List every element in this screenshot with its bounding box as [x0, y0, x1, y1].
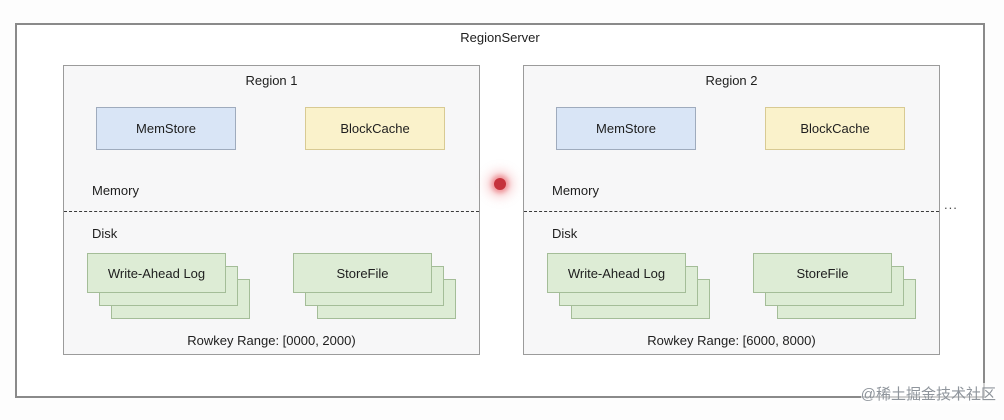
storefile-stack: StoreFile	[293, 253, 458, 321]
blockcache-box: BlockCache	[765, 107, 905, 150]
rowkey-range-label: Rowkey Range: [6000, 8000)	[647, 333, 816, 348]
more-regions-ellipsis: ...	[944, 197, 958, 212]
region-2-title: Region 2	[705, 73, 758, 88]
memory-label: Memory	[552, 183, 599, 198]
storefile-stack: StoreFile	[753, 253, 918, 321]
watermark-label: @稀土掘金技术社区	[860, 383, 996, 404]
storefile-box: StoreFile	[293, 253, 432, 293]
write-ahead-log-box: Write-Ahead Log	[87, 253, 226, 293]
write-ahead-log-stack: Write-Ahead Log	[87, 253, 252, 321]
disk-label: Disk	[552, 226, 578, 241]
memstore-box: MemStore	[556, 107, 696, 150]
region-1-title: Region 1	[245, 73, 298, 88]
memory-label: Memory	[92, 183, 139, 198]
write-ahead-log-box: Write-Ahead Log	[547, 253, 686, 293]
disk-label: Disk	[92, 226, 118, 241]
blockcache-box: BlockCache	[305, 107, 445, 150]
memory-disk-divider	[64, 211, 479, 212]
region-2-panel: Region 2 MemStore BlockCache Memory Disk…	[523, 65, 940, 355]
rowkey-range-label: Rowkey Range: [0000, 2000)	[187, 333, 356, 348]
regionserver-box: RegionServer Region 1 MemStore BlockCach…	[15, 23, 985, 398]
write-ahead-log-stack: Write-Ahead Log	[547, 253, 712, 321]
storefile-box: StoreFile	[753, 253, 892, 293]
memory-disk-divider	[524, 211, 939, 212]
regionserver-title: RegionServer	[460, 30, 540, 45]
laser-pointer-dot	[494, 178, 506, 190]
region-1-panel: Region 1 MemStore BlockCache Memory Disk…	[63, 65, 480, 355]
memstore-box: MemStore	[96, 107, 236, 150]
